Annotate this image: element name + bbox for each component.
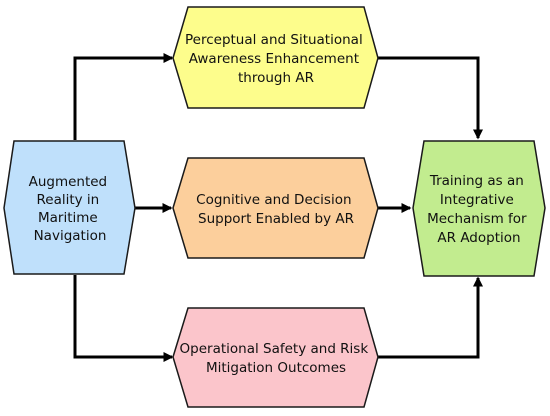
node-cognitive-decision-support: Cognitive and Decision Support Enabled b… — [172, 157, 379, 259]
edge-source-to-safety — [73, 275, 174, 362]
node-training-integrative-mechanism: Training as an Integrative Mechanism for… — [412, 140, 546, 277]
node-label: Augmented Reality in Maritime Navigation — [29, 174, 112, 244]
node-label: Operational Safety and Risk Mitigation O… — [180, 341, 373, 376]
node-label: Training as an Integrative Mechanism for… — [427, 173, 531, 246]
edge-safety-to-training — [378, 276, 483, 359]
node-shape — [412, 140, 546, 277]
node-perceptual-situational-awareness: Perceptual and Situational Awareness Enh… — [172, 6, 379, 109]
node-label: Perceptual and Situational Awareness Enh… — [185, 32, 367, 86]
node-label: Cognitive and Decision Support Enabled b… — [196, 192, 356, 227]
node-shape — [172, 307, 379, 408]
edge-source-to-perceptual — [73, 53, 174, 140]
node-operational-safety-risk-mitigation: Operational Safety and Risk Mitigation O… — [172, 307, 379, 408]
edges — [73, 53, 483, 362]
node-shape — [3, 140, 136, 275]
edge-perceptual-to-training — [378, 56, 483, 140]
node-shape — [172, 6, 379, 109]
node-shape — [172, 157, 379, 259]
node-augmented-reality-maritime-navigation: Augmented Reality in Maritime Navigation — [3, 140, 136, 275]
